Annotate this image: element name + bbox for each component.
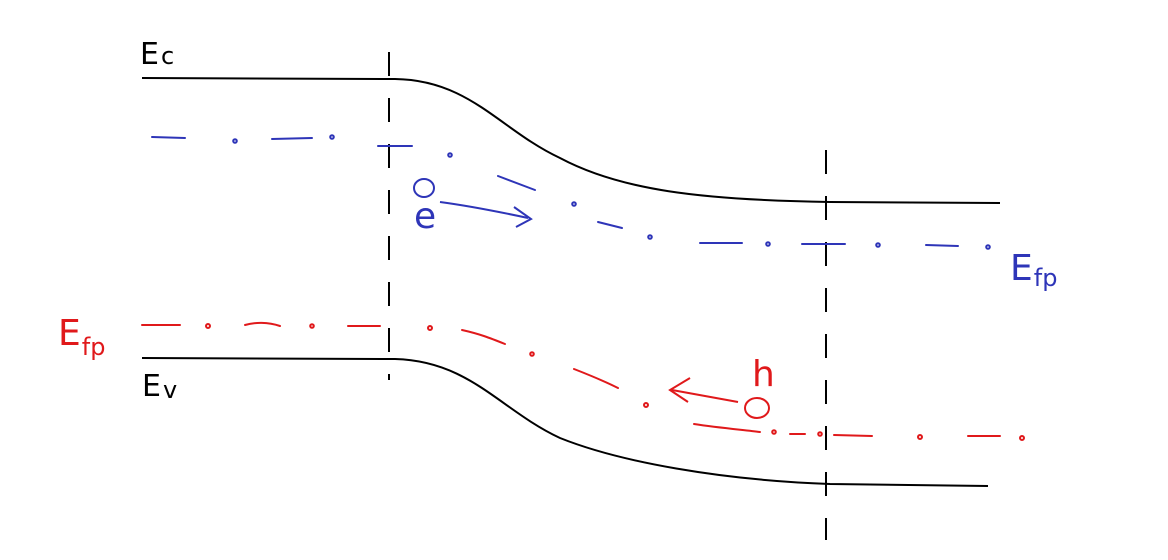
valence-band-label: Ev xyxy=(142,369,177,404)
electron-arrow xyxy=(439,201,533,228)
hole-arrow xyxy=(668,377,739,403)
electron-fermi-level-label: Efp xyxy=(1010,248,1057,292)
conduction-band-label: Ec xyxy=(140,37,174,72)
valence-band-edge xyxy=(141,357,989,487)
hole-symbol xyxy=(744,397,770,419)
electron-label: e xyxy=(414,196,436,237)
conduction-band-edge xyxy=(141,77,1001,204)
electron-symbol xyxy=(413,178,435,198)
hole-quasi-fermi-level xyxy=(141,321,1025,441)
hole-fermi-level-label: Efp xyxy=(58,313,105,361)
hole-label: h xyxy=(752,354,775,395)
electron-quasi-fermi-level xyxy=(151,134,991,250)
